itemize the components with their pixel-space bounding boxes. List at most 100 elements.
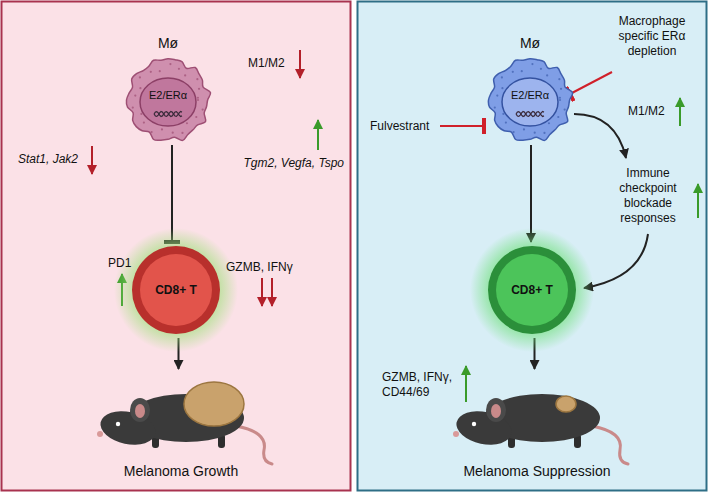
- dna-strand: [154, 112, 182, 117]
- svg-circle: [161, 128, 163, 130]
- svg-circle: [512, 131, 514, 133]
- tumor: [556, 396, 576, 412]
- indicator-arrows: [92, 50, 698, 402]
- svg-circle: [198, 88, 200, 90]
- svg-ellipse: [135, 404, 145, 418]
- dna-strand: [516, 112, 544, 117]
- up-arrow: [697, 184, 699, 218]
- down-arrow: [91, 146, 93, 174]
- down-arrow: [261, 278, 263, 306]
- svg-circle: [546, 74, 548, 76]
- svg-circle: [178, 68, 180, 70]
- annotation-label: Fulvestrant: [370, 119, 438, 134]
- macrophage-cell: MøE2/ERα: [488, 58, 572, 142]
- svg-circle: [501, 87, 503, 89]
- svg-circle: [169, 63, 171, 65]
- svg-circle: [139, 76, 141, 78]
- svg-circle: [143, 121, 145, 123]
- svg-circle: [558, 78, 560, 80]
- mouse-drawing: [453, 394, 628, 464]
- cell-body: [132, 246, 220, 334]
- curved-arrow: [574, 114, 626, 158]
- svg-path: [592, 426, 628, 464]
- inhibition-connector: [171, 145, 173, 242]
- cell-label: CD8+ T: [131, 282, 221, 298]
- svg-circle: [472, 422, 476, 426]
- mouse-drawing: [97, 382, 272, 464]
- svg-circle: [197, 97, 199, 99]
- left-panel: [2, 2, 351, 491]
- svg-circle: [560, 88, 562, 90]
- cell-body: [488, 246, 576, 334]
- cell-heading: Mø: [488, 34, 572, 52]
- receptor-label: E2/ERα: [488, 88, 572, 102]
- svg-circle: [140, 113, 142, 115]
- svg-circle: [543, 132, 545, 134]
- annotation-label: Stat1, Jak2: [18, 152, 88, 167]
- svg-circle: [523, 128, 525, 130]
- svg-circle: [534, 132, 536, 134]
- svg-circle: [494, 106, 496, 108]
- svg-circle: [453, 431, 459, 437]
- mouse-figure: Melanoma Suppression: [442, 372, 632, 484]
- svg-circle: [97, 431, 103, 437]
- curved-arrow: [584, 234, 648, 288]
- svg-circle: [197, 99, 199, 101]
- cell-glow: [114, 228, 238, 352]
- macrophage-cell: MøE2/ERα: [126, 58, 210, 142]
- annotation-label: PD1: [108, 256, 142, 271]
- outcome-caption: Melanoma Suppression: [442, 462, 632, 480]
- cell-glow: [470, 228, 594, 352]
- up-arrow: [317, 120, 319, 150]
- svg-circle: [502, 113, 504, 115]
- right-panel: [358, 2, 707, 491]
- cell-heading: Mø: [126, 34, 210, 52]
- down-arrow: [299, 50, 301, 78]
- receptor-label: E2/ERα: [126, 88, 210, 102]
- annotation-label: GZMB, IFNγ, CD44/69: [382, 370, 460, 400]
- svg-circle: [559, 99, 561, 101]
- t-cell: CD8+ T: [131, 245, 221, 335]
- svg-circle: [496, 94, 498, 96]
- svg-circle: [531, 63, 533, 65]
- svg-circle: [150, 71, 152, 73]
- annotation-label: GZMB, IFNγ: [226, 260, 306, 275]
- dna-strand: [516, 112, 544, 117]
- svg-ellipse: [130, 398, 150, 422]
- tumor: [184, 382, 244, 426]
- cell-nucleus: [502, 78, 558, 126]
- svg-circle: [540, 68, 542, 70]
- svg-circle: [564, 109, 566, 111]
- svg-circle: [159, 70, 161, 72]
- svg-path: [236, 426, 272, 464]
- svg-ellipse: [491, 404, 501, 418]
- svg-circle: [501, 76, 503, 78]
- cell-nucleus: [140, 78, 196, 126]
- svg-circle: [186, 122, 188, 124]
- annotation-label: Immune checkpoint blockade responses: [608, 166, 688, 226]
- annotation-label: Macrophage specific ERα depletion: [600, 14, 704, 59]
- svg-circle: [512, 71, 514, 73]
- svg-circle: [132, 106, 134, 108]
- svg-circle: [172, 132, 174, 134]
- svg-circle: [139, 87, 141, 89]
- annotation-label: Tgm2, Vegfa, Tspo: [214, 156, 344, 171]
- dna-strand: [154, 112, 182, 117]
- svg-ellipse: [486, 398, 506, 422]
- cell-label: CD8+ T: [487, 282, 577, 298]
- svg-circle: [181, 132, 183, 134]
- svg-circle: [134, 94, 136, 96]
- svg-circle: [521, 70, 523, 72]
- svg-circle: [559, 97, 561, 99]
- mouse-figure: Melanoma Growth: [86, 372, 276, 484]
- cell-membrane: [488, 59, 572, 141]
- t-cell: CD8+ T: [487, 245, 577, 335]
- annotation-label: M1/M2: [248, 56, 296, 71]
- cell-membrane: [126, 59, 210, 141]
- svg-circle: [116, 422, 120, 426]
- arrow-connector: [530, 145, 532, 242]
- inhibition-line: [570, 72, 612, 94]
- inhibition-line: [440, 125, 484, 127]
